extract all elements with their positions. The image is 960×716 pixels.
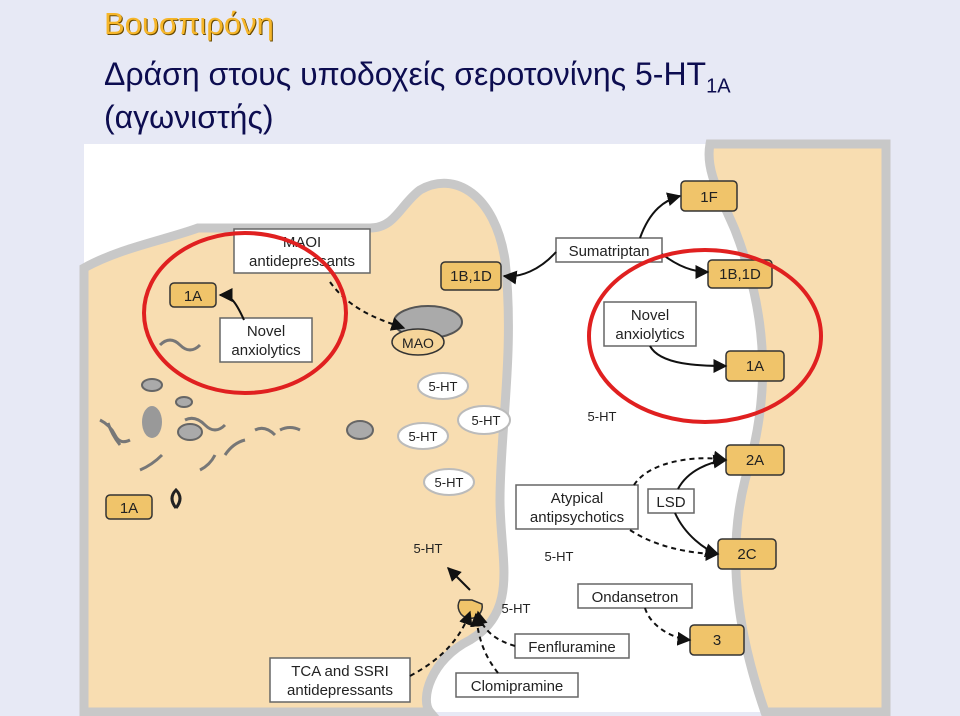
- serotonin-label: 5-HT: [545, 549, 574, 564]
- slide-title: Βουσπιρόνη: [104, 6, 274, 41]
- mao-label: MAO: [402, 335, 434, 351]
- novel-anxiolytics-left: Novel: [247, 323, 285, 340]
- arrows: [218, 192, 728, 677]
- tca-ssri-label: TCA and SSRI: [291, 663, 389, 680]
- lsd-label: LSD: [656, 494, 685, 511]
- subtitle-text: Δράση στους υποδοχείς σεροτονίνης 5-HT: [104, 56, 707, 92]
- mitochondrion: [177, 423, 203, 441]
- serotonin-label: 5-HT: [414, 541, 443, 556]
- organelles: [99, 338, 301, 472]
- receptor-1b1d-pre: 1B,1D: [450, 268, 492, 285]
- serotonin-label: 5-HT: [435, 475, 464, 490]
- maoi-label-2: antidepressants: [249, 253, 355, 270]
- serotonin-label: 5-HT: [409, 429, 438, 444]
- maoi-label: MAOI: [283, 234, 321, 251]
- receptor-2c: 2C: [737, 546, 756, 563]
- novel-anxiolytics-right-2: anxiolytics: [615, 326, 684, 343]
- drug-boxes: [219, 228, 697, 703]
- organelle-squiggle: [170, 487, 182, 509]
- slide-subtitle: Δράση στους υποδοχείς σεροτονίνης 5-HT1A: [104, 56, 731, 104]
- novel-anxiolytics-left-2: anxiolytics: [231, 342, 300, 359]
- fenfluramine-label: Fenfluramine: [528, 639, 616, 656]
- nucleus-blob: [142, 406, 162, 438]
- mao-enzyme: [391, 328, 445, 356]
- mitochondrion: [141, 378, 163, 392]
- receptor-3: 3: [713, 632, 721, 649]
- tca-ssri-label-2: antidepressants: [287, 682, 393, 699]
- ondansetron-label: Ondansetron: [592, 589, 679, 606]
- serotonin-label: 5-HT: [472, 413, 501, 428]
- serotonin-label: 5-HT: [502, 601, 531, 616]
- receptor-1f: 1F: [700, 189, 718, 206]
- slide-subtitle-line2: (αγωνιστής): [104, 99, 274, 135]
- sumatriptan-label: Sumatriptan: [569, 243, 650, 260]
- atypical-antipsychotics: Atypical: [551, 490, 604, 507]
- serotonin-label: 5-HT: [429, 379, 458, 394]
- subtitle-subscript: 1A: [706, 75, 731, 98]
- mitochondrion: [175, 396, 193, 408]
- receptor-1a-left-lower: 1A: [120, 500, 138, 517]
- receptor-1a-left: 1A: [184, 288, 202, 305]
- highlight-circle-right: [587, 248, 823, 424]
- highlight-circle-left: [142, 231, 348, 395]
- serotonin-label: 5-HT: [588, 409, 617, 424]
- receptor-1b1d-post: 1B,1D: [719, 266, 761, 283]
- vesicles: [397, 372, 511, 496]
- receptors: [105, 180, 785, 656]
- novel-anxiolytics-right: Novel: [631, 307, 669, 324]
- mitochondrion: [346, 420, 374, 440]
- clomipramine-label: Clomipramine: [471, 678, 564, 695]
- atypical-antipsychotics-2: antipsychotics: [530, 509, 624, 526]
- receptor-2a: 2A: [746, 452, 764, 469]
- receptor-1a-post: 1A: [746, 358, 764, 375]
